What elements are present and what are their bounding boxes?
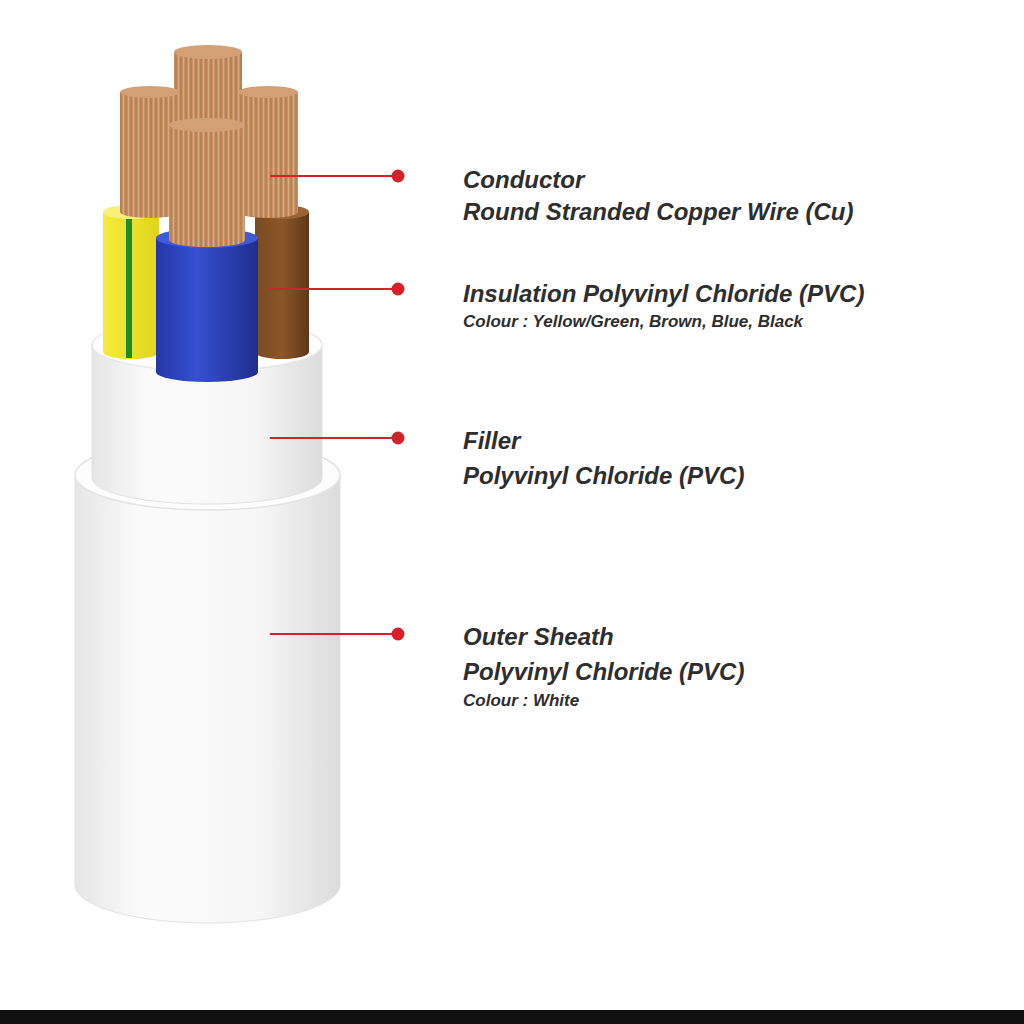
leader-dot	[393, 629, 404, 640]
part-name: Filler	[463, 427, 520, 455]
leader-lines	[270, 171, 404, 640]
leader-line	[270, 288, 398, 290]
part-material: Polyvinyl Chloride (PVC)	[463, 462, 744, 490]
leader-line	[270, 175, 398, 177]
leader-line	[270, 437, 398, 439]
leader-dot	[393, 171, 404, 182]
leader-line	[270, 633, 398, 635]
part-name: Insulation Polyvinyl Chloride (PVC)	[463, 280, 864, 308]
part-name: Outer Sheath	[463, 623, 614, 651]
colour-note: Colour : White	[463, 691, 579, 711]
leader-dot	[393, 284, 404, 295]
blue-core	[156, 118, 258, 382]
part-material: Polyvinyl Chloride (PVC)	[463, 658, 744, 686]
bottom-bar	[0, 1010, 1024, 1024]
colour-note: Colour : Yellow/Green, Brown, Blue, Blac…	[463, 312, 803, 332]
part-material: Round Stranded Copper Wire (Cu)	[463, 198, 853, 226]
part-name: Conductor	[463, 166, 584, 194]
outer-sheath	[75, 440, 340, 923]
leader-dot	[393, 433, 404, 444]
